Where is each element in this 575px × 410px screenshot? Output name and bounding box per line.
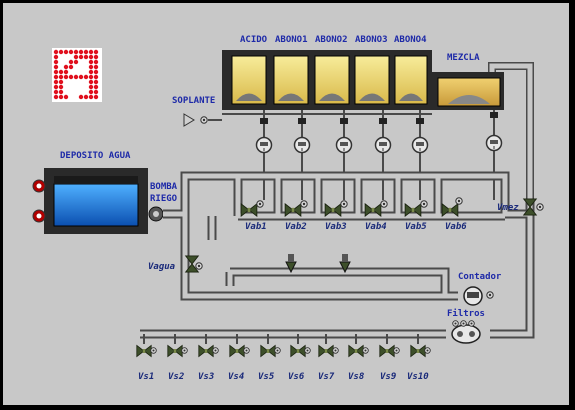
label-vs4: Vs4 <box>228 372 244 382</box>
label-vs6: Vs6 <box>288 372 305 382</box>
tank-mezcla[interactable] <box>432 72 504 110</box>
injector-1[interactable] <box>285 254 297 274</box>
label-filtros: Filtros <box>447 308 485 319</box>
label-mezcla: MEZCLA <box>447 53 480 63</box>
pipe-network <box>140 171 535 339</box>
deposit-level-sensor-high[interactable] <box>32 179 46 193</box>
soplante-blower[interactable] <box>183 113 208 127</box>
dosing-lines <box>260 110 498 200</box>
label-vs7: Vs7 <box>318 372 335 382</box>
label-bomba-1: BOMBA <box>150 182 178 192</box>
label-acido: ACIDO <box>240 35 268 45</box>
label-vab4: Vab4 <box>365 222 387 232</box>
flowmeter-abono2 <box>335 136 353 154</box>
flowmeter-abono4 <box>411 136 429 154</box>
flow-counter[interactable] <box>463 286 494 306</box>
label-vs1: Vs1 <box>138 372 154 382</box>
label-abono2: ABONO2 <box>315 35 348 45</box>
tank-abono2[interactable] <box>314 55 350 105</box>
label-vs2: Vs2 <box>168 372 184 382</box>
label-vs8: Vs8 <box>348 372 364 382</box>
label-vagua: Vagua <box>148 262 176 272</box>
tank-abono3[interactable] <box>354 55 390 105</box>
label-vab2: Vab2 <box>285 222 307 232</box>
deposit-level-sensor-low[interactable] <box>32 209 46 223</box>
flowmeter-acido <box>255 136 273 154</box>
tank-abono4[interactable] <box>394 55 428 105</box>
label-contador: Contador <box>458 272 502 282</box>
flowmeter-abono1 <box>293 136 311 154</box>
label-vmez: Vmez <box>497 203 519 213</box>
flowmeter-abono3 <box>374 136 392 154</box>
label-vab6: Vab6 <box>445 222 467 232</box>
label-vs10: Vs10 <box>407 372 429 382</box>
pump-riego[interactable] <box>148 206 164 222</box>
label-deposito: DEPOSITO AGUA <box>60 151 131 161</box>
label-vs5: Vs5 <box>258 372 275 382</box>
label-bomba-2: RIEGO <box>150 194 178 204</box>
label-vs3: Vs3 <box>198 372 214 382</box>
label-vs9: Vs9 <box>380 372 396 382</box>
label-vab5: Vab5 <box>405 222 427 232</box>
company-logo <box>52 48 102 102</box>
label-abono3: ABONO3 <box>355 35 388 45</box>
label-vab3: Vab3 <box>325 222 347 232</box>
label-vab1: Vab1 <box>245 222 267 232</box>
flowmeter-mezcla <box>485 134 503 152</box>
tank-abono1[interactable] <box>273 55 309 105</box>
label-soplante: SOPLANTE <box>172 96 215 106</box>
tank-acido[interactable] <box>231 55 267 105</box>
water-deposit[interactable] <box>44 168 148 234</box>
filters[interactable] <box>451 320 481 344</box>
injector-2[interactable] <box>339 254 351 274</box>
label-abono1: ABONO1 <box>275 35 308 45</box>
label-abono4: ABONO4 <box>394 35 427 45</box>
